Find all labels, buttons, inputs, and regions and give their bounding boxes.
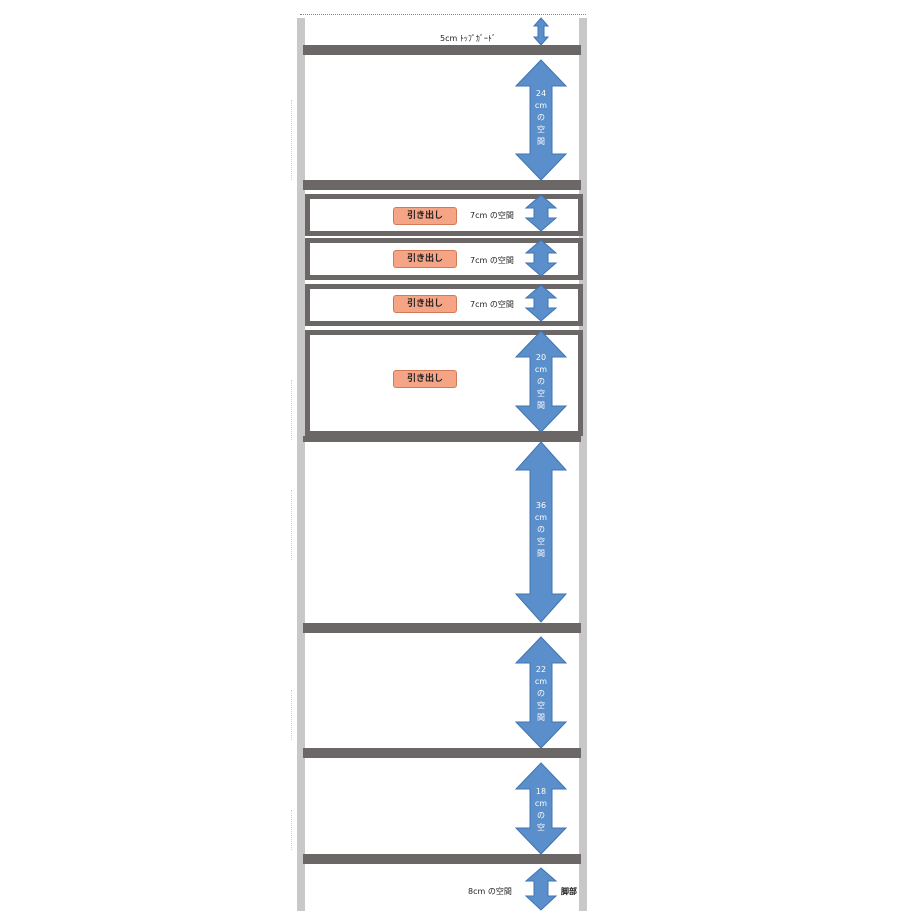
arrow-icon — [524, 284, 558, 322]
space-8-label: 8cm の空間 — [468, 887, 512, 896]
arrow-icon — [532, 17, 550, 46]
top-guard-label: 5cm ﾄｯﾌﾟｶﾞｰﾄﾞ — [440, 34, 496, 43]
guide-line — [291, 810, 292, 850]
shelf-1 — [303, 180, 581, 190]
drawer-label: 引き出し — [393, 370, 457, 388]
shelf-2 — [303, 623, 581, 633]
arrow-icon — [514, 441, 568, 623]
shelf-bottom-drawers — [303, 436, 581, 442]
guide-line — [291, 690, 292, 740]
arrow-icon — [524, 239, 558, 277]
arrow-icon — [524, 867, 558, 911]
top-ruler — [300, 14, 586, 19]
arrow-icon — [524, 194, 558, 232]
arrow-icon — [514, 59, 568, 181]
space-7-label: 7cm の空間 — [470, 211, 514, 220]
drawer-label: 引き出し — [393, 295, 457, 313]
space-7-label: 7cm の空間 — [470, 256, 514, 265]
base-label: 脚部 — [561, 887, 577, 896]
arrow-icon — [514, 330, 568, 433]
right-post — [579, 18, 587, 911]
drawer-label: 引き出し — [393, 207, 457, 225]
guide-line — [291, 490, 292, 560]
top-guard-shelf — [303, 45, 581, 55]
arrow-icon — [514, 762, 568, 855]
guide-line — [291, 100, 292, 180]
left-post — [297, 18, 305, 911]
shelf-4 — [303, 854, 581, 864]
shelf-3 — [303, 748, 581, 758]
arrow-icon — [514, 636, 568, 749]
drawer-label: 引き出し — [393, 250, 457, 268]
space-7-label: 7cm の空間 — [470, 300, 514, 309]
guide-line — [291, 380, 292, 440]
